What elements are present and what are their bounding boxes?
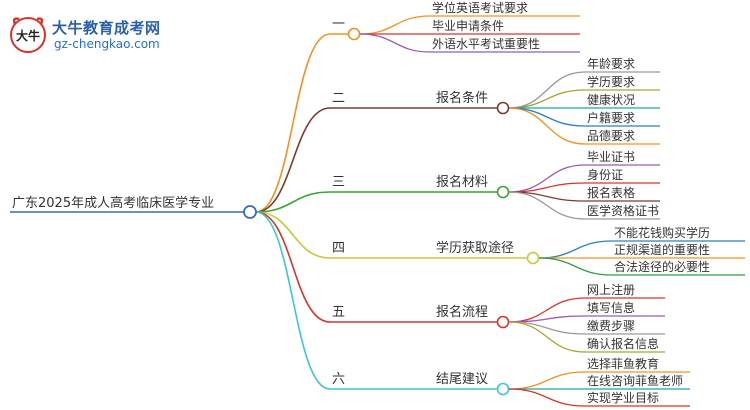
leaf-topic[interactable]: 外语水平考试重要性 [432, 36, 540, 51]
leaf-topic[interactable]: 在线咨询菲鱼老师 [587, 373, 683, 388]
branch-connector [255, 211, 331, 259]
leaf-connector [359, 33, 431, 53]
leaf-connector [538, 240, 613, 259]
leaf-connector [508, 71, 586, 109]
brand-url[interactable]: gz-chengkao.com [54, 37, 160, 51]
leaf-topic[interactable]: 选择菲鱼教育 [587, 356, 659, 371]
leaf-connector [508, 388, 586, 407]
leaf-connector [508, 371, 586, 390]
branch-number: 六 [332, 372, 345, 387]
leaf-topic[interactable]: 网上注册 [587, 282, 635, 297]
branch-title[interactable]: 结尾建议 [436, 372, 488, 387]
leaf-topic[interactable]: 填写信息 [587, 300, 635, 315]
leaf-topic[interactable]: 医学资格证书 [587, 203, 659, 218]
bull-logo-icon: 大牛 [10, 17, 46, 53]
leaf-connector [359, 15, 431, 35]
leaf-topic[interactable]: 毕业证书 [587, 150, 635, 164]
branch-title[interactable]: 学历获取途径 [436, 240, 514, 256]
leaf-topic[interactable]: 正规渠道的重要性 [614, 242, 710, 257]
branch-number: 四 [332, 241, 345, 256]
leaf-topic[interactable]: 缴费步骤 [587, 318, 635, 333]
leaf-connector [508, 107, 586, 145]
branch-title[interactable]: 报名条件 [436, 90, 488, 106]
branch-number: 五 [332, 305, 345, 320]
leaf-connector [508, 321, 586, 353]
branch-connector [255, 191, 331, 213]
leaf-topic[interactable]: 身份证 [587, 167, 623, 182]
branch-node[interactable] [496, 315, 510, 329]
branch-node[interactable] [347, 27, 361, 41]
branch-node[interactable] [526, 251, 540, 265]
leaf-topic[interactable]: 合法途径的必要性 [614, 259, 710, 274]
leaf-connector [508, 191, 586, 220]
branch-connector [255, 211, 331, 323]
leaf-topic[interactable]: 确认报名信息 [587, 336, 659, 351]
leaf-topic[interactable]: 学位英语考试要求 [432, 0, 528, 15]
branch-number: 二 [332, 91, 345, 106]
root-topic[interactable]: 广东2025年成人高考临床医学专业 [12, 195, 214, 211]
branch-connector [255, 107, 331, 213]
branch-node[interactable] [496, 185, 510, 199]
leaf-topic[interactable]: 健康状况 [587, 92, 635, 107]
logo-mark-text: 大牛 [16, 28, 40, 43]
leaf-topic[interactable]: 学历要求 [587, 74, 635, 89]
leaf-topic[interactable]: 不能花钱购买学历 [614, 225, 710, 240]
branch-number: 三 [332, 175, 345, 190]
leaf-connector [538, 257, 613, 276]
leaf-topic[interactable]: 年龄要求 [587, 57, 635, 71]
branch-connector [255, 33, 331, 213]
branch-node[interactable] [496, 382, 510, 396]
leaf-topic[interactable]: 品德要求 [587, 128, 635, 143]
root-node[interactable] [243, 205, 257, 219]
brand-name: 大牛教育成考网 [52, 19, 161, 37]
branch-title[interactable]: 报名材料 [436, 174, 488, 190]
branch-connector [255, 211, 331, 390]
leaf-topic[interactable]: 户籍要求 [587, 110, 635, 125]
branch-title[interactable]: 报名流程 [436, 304, 488, 320]
leaf-topic[interactable]: 实现学业目标 [587, 390, 659, 405]
brand-logo[interactable]: 大牛 大牛教育成考网 gz-chengkao.com [8, 14, 188, 56]
leaf-connector [508, 321, 586, 335]
leaf-topic[interactable]: 报名表格 [587, 185, 635, 200]
leaf-connector [508, 89, 586, 109]
leaf-topic[interactable]: 毕业申请条件 [432, 19, 504, 33]
branch-number: 一 [332, 17, 345, 32]
leaf-connector [508, 315, 586, 323]
branch-node[interactable] [496, 101, 510, 115]
leaf-connector [508, 107, 586, 127]
